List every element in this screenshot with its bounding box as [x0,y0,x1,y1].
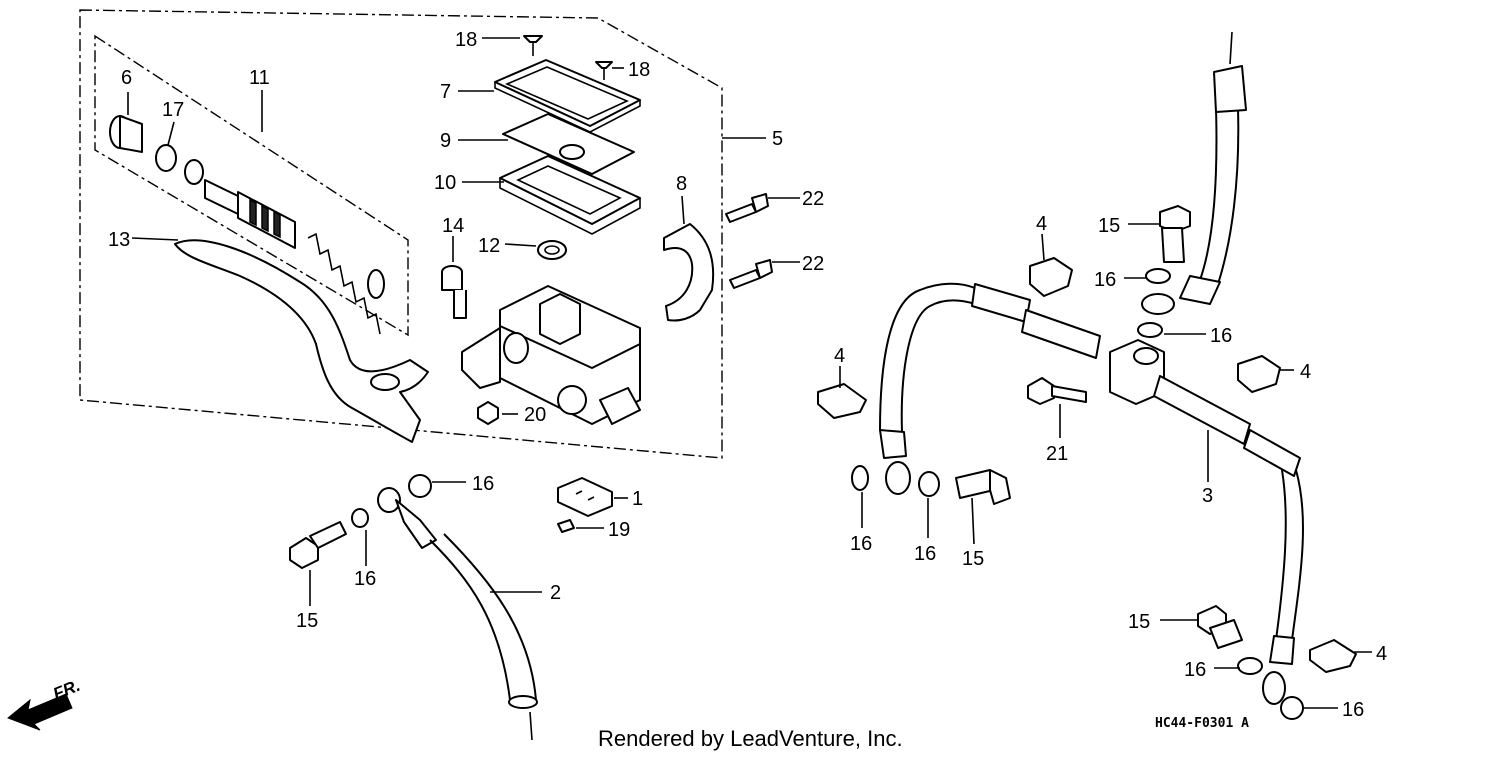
upper-hose-part [879,282,1101,495]
diagram-code: HC44-F0301 A [1155,716,1249,731]
callout-21: 21 [1046,443,1068,465]
nut-part [477,401,499,425]
callout-5: 5 [772,128,783,150]
callout-3: 3 [1202,485,1213,507]
piston-set-outline [94,34,409,337]
callout-15a: 15 [296,610,318,632]
callout-16h: 16 [1342,699,1364,721]
spring-part [307,232,385,335]
clamp-part [1029,257,1073,297]
banjo-bolt-part [1159,205,1191,263]
holder-bolt-part [725,193,773,289]
callout-13: 13 [108,229,130,251]
joint-bolt-part [1027,377,1087,405]
callout-8: 8 [676,173,687,195]
banjo-bolt-part [955,469,1011,505]
clamp-part [1309,639,1357,673]
front-direction-arrow-icon: FR. [7,676,83,731]
callout-22a: 22 [802,188,824,210]
callout-16b: 16 [354,568,376,590]
diaphragm-part [499,155,641,225]
clamp-part [817,383,867,419]
callout-18a: 18 [455,29,477,51]
callout-12: 12 [478,235,500,257]
callout-4a: 4 [1036,213,1047,235]
callout-10: 10 [434,172,456,194]
callout-4b: 4 [1300,361,1311,383]
callout-9: 9 [440,130,451,152]
callout-16d: 16 [1210,325,1232,347]
circlip-part [155,144,177,172]
callout-15b: 15 [1098,215,1120,237]
brake-switch-part [557,477,613,533]
pivot-bolt-part [441,265,467,319]
callout-7: 7 [440,81,451,103]
lower-hose-part [351,474,538,741]
callout-17: 17 [162,99,184,121]
seal-part [537,240,567,260]
banjo-bolt-part [1197,605,1243,649]
callout-1: 1 [632,488,643,510]
callout-18b: 18 [628,59,650,81]
banjo-bolt-part [289,521,347,569]
holder-part [663,223,715,322]
callout-16e: 16 [850,533,872,555]
callout-20: 20 [524,404,546,426]
screw-part [523,35,613,80]
leader-lines [127,37,1372,709]
washer-part [1137,322,1163,338]
clamp-part [1237,355,1281,393]
callout-11: 11 [249,67,270,89]
callout-16f: 16 [914,543,936,565]
callout-14: 14 [442,215,464,237]
callout-19: 19 [608,519,630,541]
callout-22b: 22 [802,253,824,275]
washer-part [918,471,940,497]
callout-4d: 4 [1376,643,1387,665]
master-cylinder-body-part [461,285,641,425]
right-hose-part [1153,375,1305,705]
piston-boot-part [109,115,143,153]
callout-15c: 15 [962,548,984,570]
piston-part [204,179,296,249]
callout-16g: 16 [1184,659,1206,681]
callout-6: 6 [121,67,132,89]
washer-part [1237,657,1263,675]
callout-15d: 15 [1128,611,1150,633]
reservoir-plate-part [502,113,635,175]
washer-part [851,465,869,491]
assembly-outline [79,9,723,459]
direction-label: FR. [50,676,83,704]
callout-2: 2 [550,582,561,604]
upper-right-hose-part [1141,31,1247,315]
callout-16a: 16 [472,473,494,495]
brake-lever-part [174,239,429,443]
callout-4c: 4 [834,345,845,367]
washer-part [1280,696,1304,720]
credit-text: Rendered by LeadVenture, Inc. [598,726,903,751]
washer-part [1145,268,1171,284]
reservoir-cap-part [494,59,641,127]
callout-16c: 16 [1094,269,1116,291]
